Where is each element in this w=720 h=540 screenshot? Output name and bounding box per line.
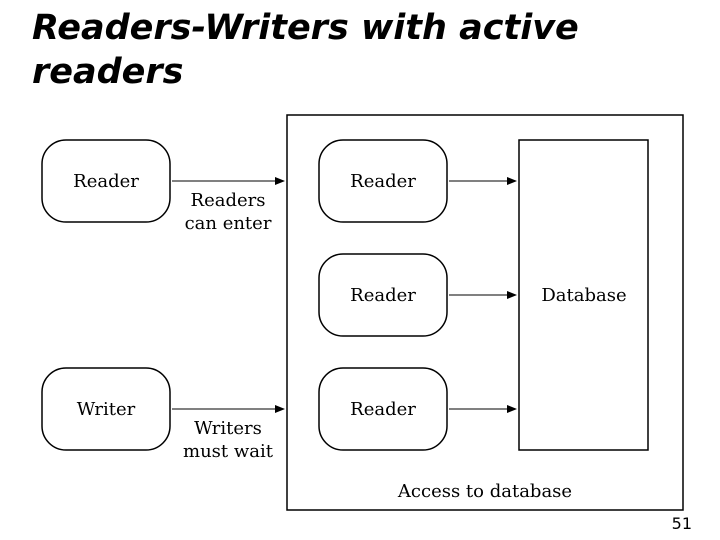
slide-title-line-1: Readers-Writers with active — [32, 8, 579, 48]
outside-reader-box — [41, 139, 171, 223]
active-reader-box-2 — [318, 253, 448, 337]
writers-note-line-1: Writers — [194, 418, 262, 439]
slide-title: Readers-Writers with active readers — [32, 6, 692, 94]
active-reader-box-1 — [318, 139, 448, 223]
active-reader-box-3 — [318, 367, 448, 451]
outside-writer-label: Writer — [77, 399, 136, 420]
slide-title-line-2: readers — [32, 52, 184, 92]
readers-note-line-1: Readers — [191, 190, 266, 211]
slide-number: 51 — [671, 514, 692, 533]
database-box — [518, 139, 649, 451]
access-region-box — [286, 114, 684, 511]
outside-reader-label: Reader — [73, 171, 139, 192]
readers-note-line-2: can enter — [185, 213, 272, 234]
writers-note-line-2: must wait — [183, 441, 274, 462]
database-label: Database — [541, 285, 626, 306]
access-to-database-label: Access to database — [397, 481, 572, 502]
active-reader-label-2: Reader — [350, 285, 416, 306]
active-reader-label-1: Reader — [350, 171, 416, 192]
outside-writer-box — [41, 367, 171, 451]
active-reader-label-3: Reader — [350, 399, 416, 420]
